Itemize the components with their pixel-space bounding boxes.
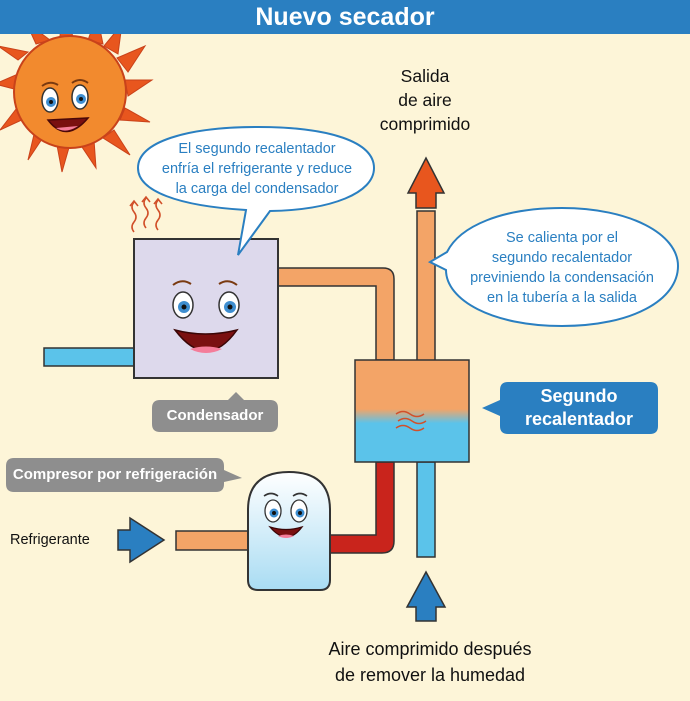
inlet-pipe (416, 461, 436, 558)
outlet-label-line: comprimido (379, 114, 471, 134)
speech-bubble-top (136, 125, 376, 256)
refrigerant-label: Refrigerante (10, 532, 90, 548)
return-pipe (328, 461, 395, 554)
blue-arrow-icon (117, 516, 166, 564)
compressor-label: Compresor por refrigeración (12, 466, 218, 483)
outlet-label: Salida de aire comprimido (350, 64, 500, 136)
condenser (133, 238, 279, 379)
heat-waves-icon (129, 195, 163, 233)
smiling-face-icon (172, 280, 240, 353)
orange-arrow-icon (406, 156, 446, 209)
compressor (247, 470, 331, 591)
bubble-top-line: enfría el refrigerante y reduce (161, 161, 353, 177)
outlet-pipe (416, 210, 436, 362)
bubble-right-line: en la tubería a la salida (487, 290, 637, 306)
reheater-label-line: Segundo (540, 386, 618, 406)
inlet-label: Aire comprimido después de remover la hu… (270, 636, 590, 688)
bubble-top-text: El segundo recalentador enfría el refrig… (143, 139, 371, 199)
speech-bubble-right (427, 206, 680, 328)
heat-waves-icon (395, 410, 427, 432)
inlet-label-line: Aire comprimido después (328, 639, 532, 659)
sun-face-icon (0, 12, 154, 173)
bubble-right-line: segundo recalentador (491, 250, 633, 266)
compressor-label-box (6, 458, 242, 492)
condenser-label-box (152, 392, 278, 432)
outlet-label-line: de aire (398, 90, 452, 110)
reheater-label-line: recalentador (524, 409, 634, 429)
bubble-top-line: la carga del condensador (175, 181, 339, 197)
hot-refrigerant-pipe (277, 267, 395, 361)
page-title: Nuevo secador (0, 0, 690, 34)
refrigerant-inlet-pipe (43, 347, 135, 367)
inlet-label-line: de remover la humedad (334, 665, 526, 685)
condenser-label: Condensador (166, 407, 264, 424)
bubble-right-text: Se calienta por el segundo recalentador … (448, 228, 676, 308)
smiling-face-icon (263, 492, 308, 538)
refrigerant-pipe (175, 530, 249, 551)
bubble-top-line: El segundo recalentador (178, 141, 336, 157)
second-reheater (354, 359, 470, 463)
outlet-label-line: Salida (400, 66, 450, 86)
bubble-right-line: previniendo la condensación (470, 270, 654, 286)
blue-arrow-icon (405, 570, 447, 622)
bubble-right-line: Se calienta por el (505, 230, 619, 246)
reheater-label: Segundo recalentador (500, 385, 658, 431)
reheater-label-box (482, 382, 658, 434)
